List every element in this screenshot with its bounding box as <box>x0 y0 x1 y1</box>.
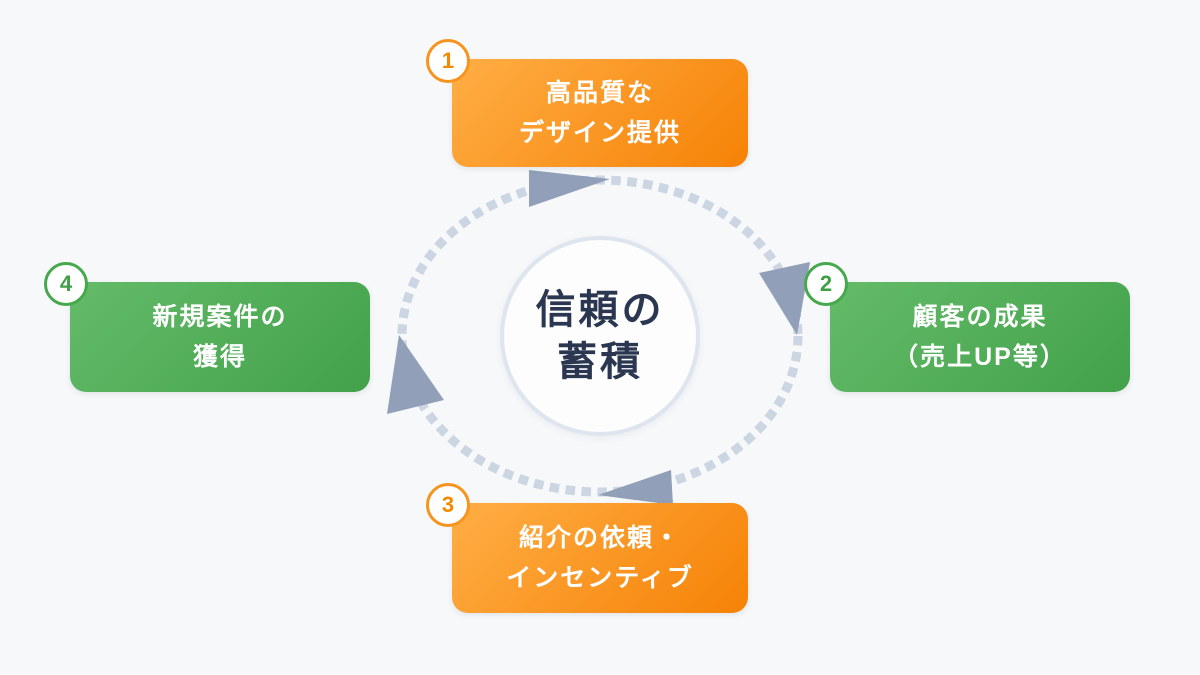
step-2-label-line2: （売上UP等） <box>893 343 1067 371</box>
step-box-4: 4 新規案件の 獲得 <box>44 262 370 392</box>
step-box-3: 3 紹介の依頼・ インセンティブ <box>426 483 748 613</box>
step-3-label: 紹介の依頼・ インセンティブ <box>506 518 694 598</box>
step-1-label-line1: 高品質な <box>545 79 654 107</box>
arrow-bottom-icon <box>598 470 673 505</box>
center-label-line1: 信頼の <box>535 288 665 332</box>
step-1-number-badge: 1 <box>426 39 470 83</box>
arrow-left-icon <box>387 335 444 414</box>
step-3-label-line1: 紹介の依頼・ <box>518 524 681 552</box>
arrow-top-icon <box>529 170 610 207</box>
arrow-right-icon <box>759 262 810 335</box>
step-2-label-line1: 顧客の成果 <box>912 303 1048 331</box>
center-label-line2: 蓄積 <box>557 340 643 384</box>
step-4-label: 新規案件の 獲得 <box>152 297 287 377</box>
center-label: 信頼の 蓄積 <box>536 284 665 388</box>
step-4-number-badge: 4 <box>44 262 88 306</box>
step-2-number-badge: 2 <box>804 262 848 306</box>
step-1-label: 高品質な デザイン提供 <box>519 73 681 153</box>
step-1-label-line2: デザイン提供 <box>518 119 681 147</box>
step-3-number-badge: 3 <box>426 483 470 527</box>
center-circle: 信頼の 蓄積 <box>500 236 700 436</box>
step-4-number: 4 <box>59 271 73 296</box>
step-4-label-line2: 獲得 <box>192 343 247 371</box>
step-box-2: 2 顧客の成果 （売上UP等） <box>804 262 1130 392</box>
step-1-number: 1 <box>441 48 455 73</box>
step-3-number: 3 <box>441 492 455 517</box>
step-2-label: 顧客の成果 （売上UP等） <box>893 297 1067 377</box>
step-2-number: 2 <box>819 271 833 296</box>
step-4-label-line1: 新規案件の <box>152 303 288 331</box>
step-3-label-line2: インセンティブ <box>506 564 694 592</box>
step-box-1: 1 高品質な デザイン提供 <box>426 39 748 167</box>
